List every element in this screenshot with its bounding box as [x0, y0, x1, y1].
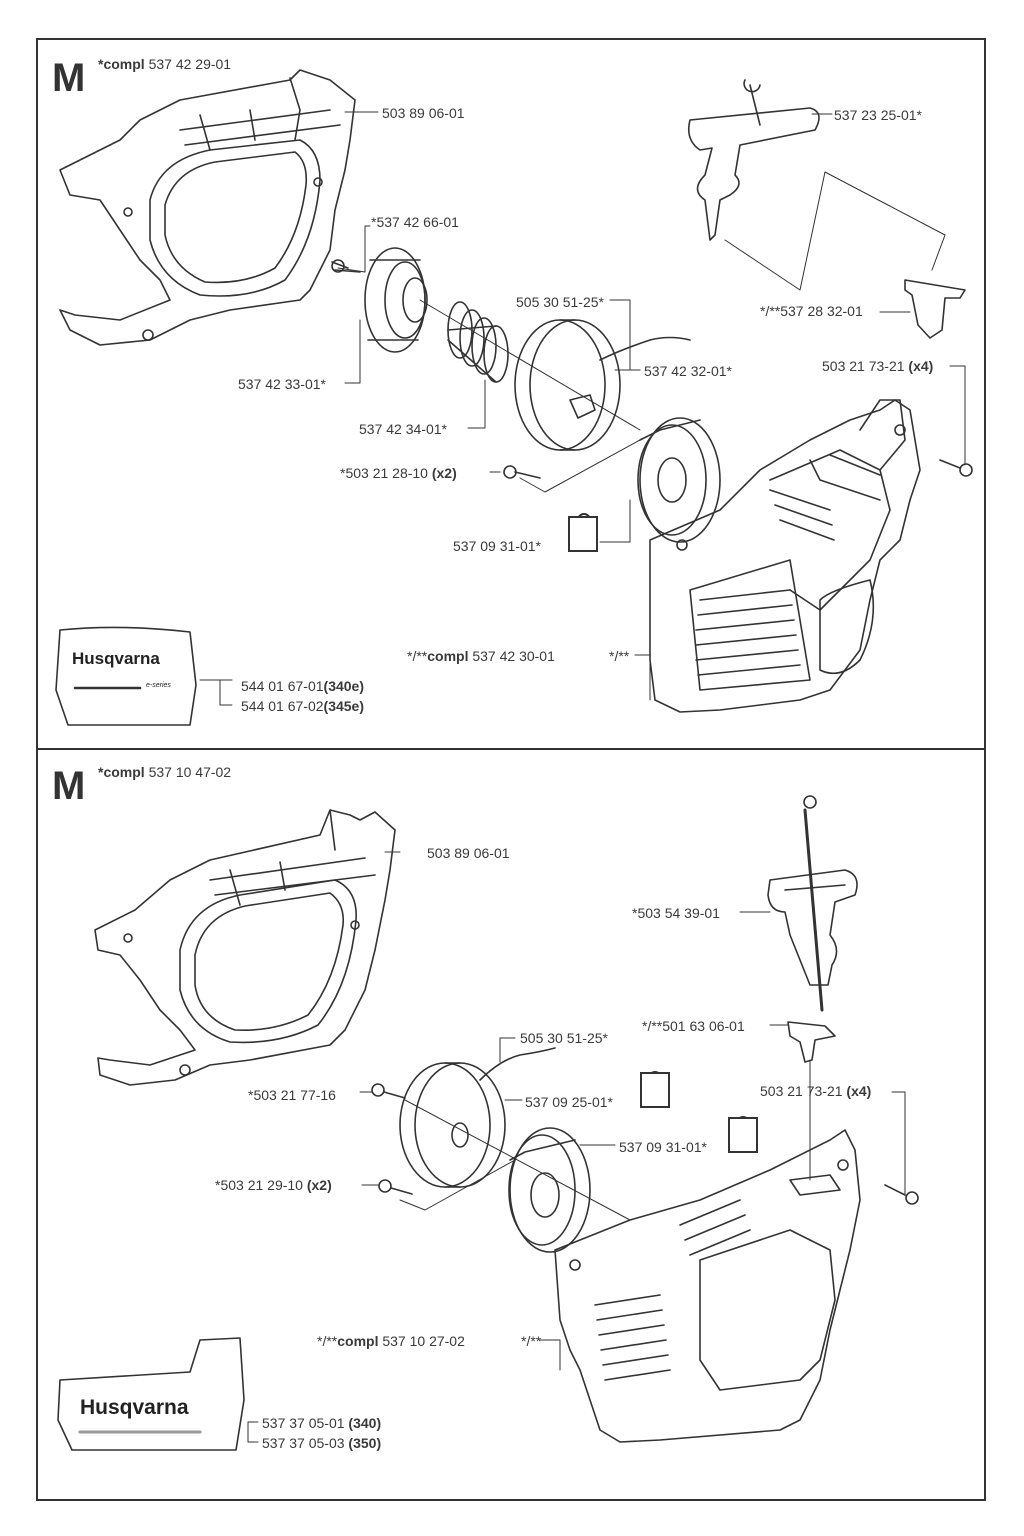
starter-frame-1 [59, 69, 356, 346]
rope-2 [479, 1047, 556, 1081]
panel-divider [36, 748, 986, 750]
screw-x4-2 [884, 1184, 919, 1205]
screw-single-2 [371, 1083, 406, 1099]
wrench-icon [640, 1072, 670, 1108]
part-label: *503 54 39-01 [632, 905, 720, 921]
part-label: */** [521, 1333, 542, 1349]
screw-x2-1 [503, 465, 541, 479]
part-label: */**537 28 32-01 [760, 303, 863, 319]
part-label: *503 21 29-10 (x2) [215, 1177, 332, 1193]
guide-2 [787, 1021, 836, 1063]
assembly-header: *compl 537 42 29-01 [98, 56, 232, 72]
page-frame [36, 38, 986, 1501]
part-label: 544 01 67-01(340e) [241, 678, 364, 694]
part-label: 537 09 25-01* [525, 1094, 613, 1110]
part-label: 537 23 25-01* [834, 107, 922, 123]
cover-1 [649, 399, 921, 713]
spring-1 [447, 301, 509, 383]
assembly-header: *compl 537 10 47-02 [98, 764, 232, 780]
handle-2 [767, 795, 858, 1012]
part-label: 503 21 73-21 (x4) [822, 358, 934, 374]
part-label: */** [609, 648, 630, 664]
pulley-1 [514, 319, 691, 451]
part-label: */**501 63 06-01 [642, 1018, 745, 1034]
decal-2 [57, 1337, 245, 1451]
part-label: 544 01 67-02(345e) [241, 698, 364, 714]
part-label: 505 30 51-25* [520, 1030, 608, 1046]
husqvarna-logo: Husqvarna [80, 1396, 189, 1419]
cover-2 [554, 1129, 861, 1443]
part-label: 537 09 31-01* [619, 1139, 707, 1155]
part-label: *537 42 66-01 [371, 214, 459, 230]
part-label: 537 09 31-01* [453, 538, 541, 554]
decal-1 [55, 626, 197, 726]
part-label: 503 89 06-01 [382, 105, 465, 121]
spring-cassette-2 [508, 1127, 591, 1253]
wrench-icon [568, 516, 598, 552]
panel-letter: M [52, 764, 86, 808]
part-label: 503 89 06-01 [427, 845, 510, 861]
starter-frame-2 [94, 809, 396, 1086]
part-label: *503 21 28-10 (x2) [340, 465, 457, 481]
wrench-icon [728, 1117, 758, 1153]
part-label: */**compl 537 42 30-01 [407, 648, 555, 664]
part-label: 537 37 05-01 (340) [262, 1415, 382, 1431]
panel-letter: M [52, 56, 86, 100]
part-label: */**compl 537 10 27-02 [317, 1333, 465, 1349]
guide-1 [904, 279, 966, 339]
decal-subtitle: e-series [146, 682, 171, 689]
handle-1 [687, 79, 820, 241]
hub-1 [364, 247, 428, 353]
part-label: 537 42 34-01* [359, 421, 447, 437]
screw-1 [331, 259, 361, 273]
spring-cassette-1 [637, 417, 721, 543]
pulley-2 [399, 1062, 506, 1188]
screw-x4-1 [939, 459, 973, 477]
part-label: 537 42 33-01* [238, 376, 326, 392]
part-label: 505 30 51-25* [516, 294, 604, 310]
part-label: 537 37 05-03 (350) [262, 1435, 382, 1451]
part-label: 537 42 32-01* [644, 363, 732, 379]
part-label: *503 21 77-16 [248, 1087, 336, 1103]
screw-x2-2 [378, 1179, 413, 1195]
part-label: 503 21 73-21 (x4) [760, 1083, 872, 1099]
husqvarna-logo: Husqvarna [72, 649, 160, 668]
